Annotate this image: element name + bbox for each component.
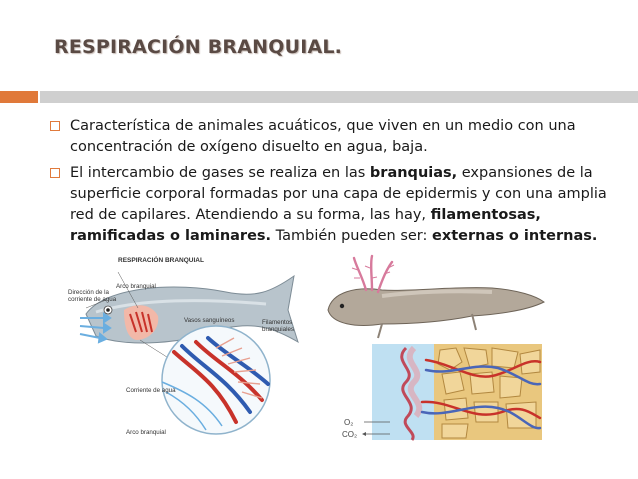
label-arco-branquial-bottom: Arco branquial bbox=[126, 429, 166, 436]
label-o2: O₂ bbox=[344, 418, 353, 427]
label-direccion-1: Dirección de la bbox=[68, 289, 109, 296]
bullet-text-part: expansiones de la superficie corporal fo… bbox=[70, 165, 607, 223]
fish-gill-diagram: RESPIRACIÓN BRANQUIAL bbox=[66, 252, 300, 442]
bullet-text-part: El intercambio de gases se realiza en la… bbox=[70, 165, 370, 181]
bullet-item-1: Característica de animales acuáticos, qu… bbox=[50, 116, 610, 158]
bullet-bold-tipos: externas o internas. bbox=[432, 228, 598, 244]
bullet-item-2: El intercambio de gases se realiza en la… bbox=[50, 163, 610, 247]
bullet-bold-formas: filamentosas, ramificadas o laminares. bbox=[70, 207, 541, 244]
diagram-header: RESPIRACIÓN BRANQUIAL bbox=[118, 255, 204, 264]
label-co2: CO₂ bbox=[342, 430, 357, 439]
square-bullet-icon bbox=[50, 121, 60, 131]
title-rule bbox=[40, 91, 638, 103]
axolotl-gill-diagram: O₂ CO₂ bbox=[322, 252, 548, 442]
label-corriente-agua: Corriente de agua bbox=[126, 387, 176, 394]
label-arco-branquial-top: Arco branquial bbox=[116, 283, 156, 290]
square-bullet-icon bbox=[50, 168, 60, 178]
bullet-bold-branquias: branquias, bbox=[369, 165, 458, 181]
label-filamentos-1: Filamentos bbox=[262, 319, 292, 326]
bullet-list: Característica de animales acuáticos, qu… bbox=[50, 116, 610, 252]
title-rule-accent bbox=[0, 91, 38, 103]
bullet-text: Característica de animales acuáticos, qu… bbox=[70, 118, 576, 155]
label-filamentos-2: branquiales bbox=[262, 326, 294, 333]
label-direccion-2: corriente de agua bbox=[68, 296, 117, 303]
slide-title: RESPIRACIÓN BRANQUIAL. bbox=[54, 36, 343, 58]
label-vasos-sanguineos: Vasos sanguíneos bbox=[184, 317, 234, 324]
bullet-text-part: También pueden ser: bbox=[271, 228, 433, 244]
